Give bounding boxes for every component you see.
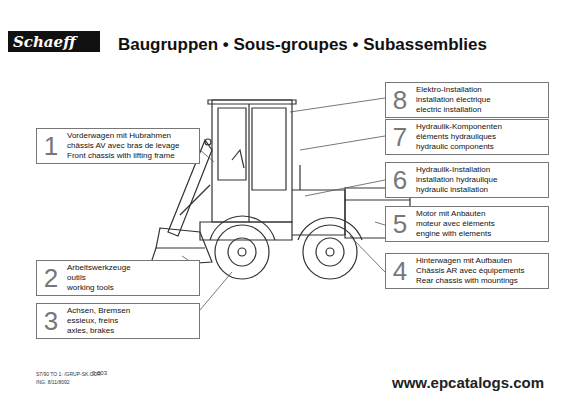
part-description: Elektro-Installation (416, 85, 491, 95)
description-column: Vorderwagen mit Hubrahmenchâssis AV avec… (67, 131, 179, 161)
leader-lines (182, 98, 385, 310)
callout-number: 1 (41, 133, 61, 159)
description-column: Hydraulik-Installationinstallation hydra… (416, 165, 497, 195)
part-description: Hydraulik-Komponenten (416, 122, 502, 132)
part-description: Vorderwagen mit Hubrahmen (67, 131, 179, 141)
part-description: hydraulic components (416, 142, 502, 152)
description-column: Arbeitswerkzeugeoutilsworking tools (67, 263, 131, 293)
callout-number: 2 (41, 265, 61, 291)
part-description: Achsen, Bremsen (67, 306, 130, 316)
callout-number: 6 (390, 167, 410, 193)
part-description: Châssis AR avec équipements (416, 266, 525, 276)
part-description: axles, brakes (67, 326, 130, 336)
part-description: Motor mit Anbauten (416, 209, 495, 219)
description-column: Hinterwagen mit AufbautenChâssis AR avec… (416, 256, 525, 286)
callout-box: 1Vorderwagen mit Hubrahmenchâssis AV ave… (36, 128, 200, 164)
part-description: engine with elements (416, 229, 495, 239)
drawing-reference: ING. 8/11/8092 (36, 379, 70, 385)
description-column: Achsen, Bremsenessieux, freinsaxles, bra… (67, 306, 130, 336)
part-description: Hydraulik-Installation (416, 165, 497, 175)
callout-box: 6Hydraulik-Installationinstallation hydr… (385, 162, 549, 198)
part-description: Hinterwagen mit Aufbauten (416, 256, 525, 266)
part-description: installation hydraulique (416, 175, 497, 185)
part-description: working tools (67, 283, 131, 293)
part-description: installation électrique (416, 95, 491, 105)
callout-box: 4Hinterwagen mit AufbautenChâssis AR ave… (385, 253, 549, 289)
callout-box: 5Motor mit Anbautenmoteur avec élémentse… (385, 206, 549, 242)
description-column: Elektro-Installationinstallation électri… (416, 85, 491, 115)
callout-box: 2Arbeitswerkzeugeoutilsworking tools (36, 260, 200, 296)
callout-box: 7Hydraulik-Komponentenéléments hydrauliq… (385, 119, 549, 155)
page-number: 0.003 (92, 370, 107, 376)
part-description: éléments hydrauliques (416, 132, 502, 142)
callout-number: 8 (390, 87, 410, 113)
callout-number: 3 (41, 308, 61, 334)
file-reference: S7/90 TO 1: /GRUP-SK.COR (36, 371, 101, 377)
part-description: Arbeitswerkzeuge (67, 263, 131, 273)
callout-number: 7 (390, 124, 410, 150)
watermark: www.epcatalogs.com (392, 374, 544, 391)
description-column: Hydraulik-Komponentenéléments hydrauliqu… (416, 122, 502, 152)
callout-number: 5 (390, 211, 410, 237)
logo-plate (8, 31, 100, 52)
part-description: Rear chassis with mountings (416, 276, 525, 286)
part-description: essieux, freins (67, 316, 130, 326)
callout-box: 3Achsen, Bremsenessieux, freinsaxles, br… (36, 303, 200, 339)
logo-text: Schaeff (13, 33, 76, 51)
callout-box: 8Elektro-Installationinstallation électr… (385, 82, 549, 118)
part-description: hydraulic installation (416, 185, 497, 195)
callout-number: 4 (390, 258, 410, 284)
part-description: electric installation (416, 105, 491, 115)
page-title: Baugruppen • Sous-groupes • Subassemblie… (118, 35, 487, 55)
part-description: Front chassis with lifting frame (67, 151, 179, 161)
part-description: moteur avec éléments (416, 219, 495, 229)
part-description: outils (67, 273, 131, 283)
loader (150, 100, 410, 279)
part-description: châssis AV avec bras de levage (67, 141, 179, 151)
description-column: Motor mit Anbautenmoteur avec élémentsen… (416, 209, 495, 239)
